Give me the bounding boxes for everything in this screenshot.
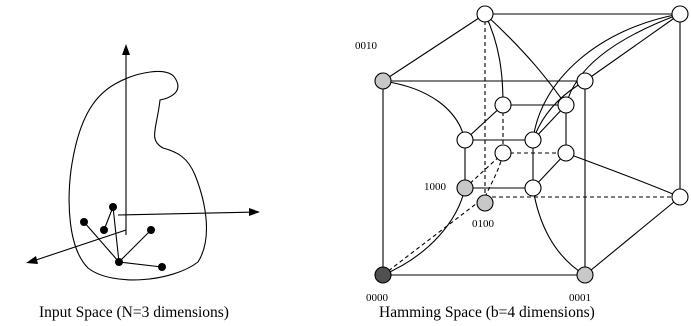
- node-0100: [476, 194, 494, 212]
- node-0010: [374, 72, 392, 90]
- x-axis-arrow-icon: [249, 208, 260, 216]
- node-inner-back-bottom-left: [494, 144, 512, 162]
- data-point: [158, 263, 166, 271]
- hamming-space-caption: Hamming Space (b=4 dimensions): [379, 304, 595, 321]
- data-point: [115, 258, 123, 266]
- node-outer-back-top-left: [476, 5, 494, 23]
- outer-cube: [382, 13, 681, 276]
- node-1000: [456, 179, 474, 197]
- y-axis: [29, 229, 127, 263]
- node-0000: [374, 266, 392, 284]
- node-inner-front-top-right: [524, 131, 542, 149]
- node-outer-back-top-right: [671, 5, 689, 23]
- node-outer-front-top-right: [576, 72, 594, 90]
- node-inner-back-top-right: [557, 96, 575, 114]
- data-point: [100, 226, 108, 234]
- label-0100: 0100: [472, 218, 495, 230]
- hamming-nodes: [374, 5, 689, 284]
- data-point: [109, 203, 117, 211]
- node-inner-back-bottom-right: [557, 144, 575, 162]
- z-axis-arrow-icon: [122, 44, 130, 55]
- hamming-space-panel: 0010 1000 0100 0000 0001 Hamming Space (…: [355, 5, 689, 321]
- node-outer-back-bottom-right: [671, 188, 689, 206]
- node-inner-front-top-left: [456, 131, 474, 149]
- y-axis-arrow-icon: [26, 256, 38, 264]
- data-point: [147, 226, 155, 234]
- label-1000: 1000: [424, 181, 447, 193]
- node-inner-back-top-left: [494, 96, 512, 114]
- label-0001: 0001: [569, 292, 591, 304]
- x-axis: [117, 211, 257, 216]
- input-space-panel: Input Space (N=3 dimensions): [26, 44, 260, 321]
- data-point-tree: [80, 203, 166, 271]
- label-0000: 0000: [366, 292, 389, 304]
- node-inner-front-bottom-right: [524, 179, 542, 197]
- input-region-blob: [68, 71, 207, 281]
- node-0001: [576, 266, 594, 284]
- inner-cube: [464, 104, 567, 189]
- input-space-caption: Input Space (N=3 dimensions): [39, 304, 229, 321]
- data-point: [80, 218, 88, 226]
- label-0010: 0010: [355, 40, 378, 52]
